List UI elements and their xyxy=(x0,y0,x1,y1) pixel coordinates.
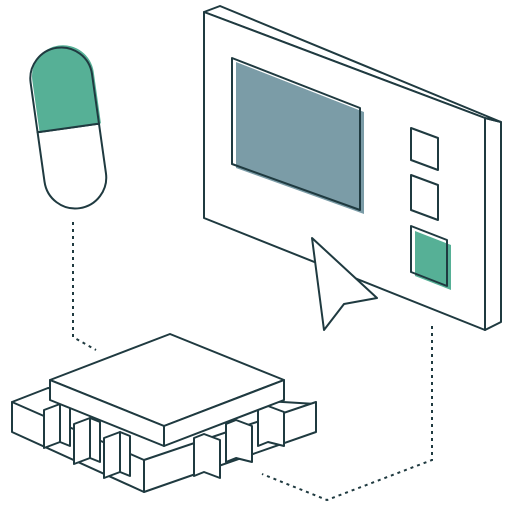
cursor-arrow xyxy=(311,237,378,331)
connector-monitor-chip xyxy=(261,326,433,502)
pill-icon xyxy=(29,45,108,210)
monitor-icon xyxy=(203,5,502,331)
chip-pins-right xyxy=(193,405,285,479)
cursor-icon xyxy=(311,237,378,331)
chip-pins-left xyxy=(43,403,131,479)
connector-pill-chip xyxy=(72,222,97,351)
monitor-screen xyxy=(231,57,361,211)
chip-body-right xyxy=(163,379,285,447)
pill-bottom-half xyxy=(36,122,108,210)
monitor-button-active xyxy=(410,225,448,287)
monitor-side xyxy=(484,117,502,331)
pill-top-half-fill xyxy=(32,45,101,133)
pill-top-half xyxy=(29,46,100,134)
monitor-button-active-fill xyxy=(415,231,451,290)
connectors xyxy=(72,222,433,502)
chip-icon xyxy=(11,333,317,493)
monitor-button-middle xyxy=(410,174,439,221)
monitor-button-top xyxy=(410,127,439,171)
